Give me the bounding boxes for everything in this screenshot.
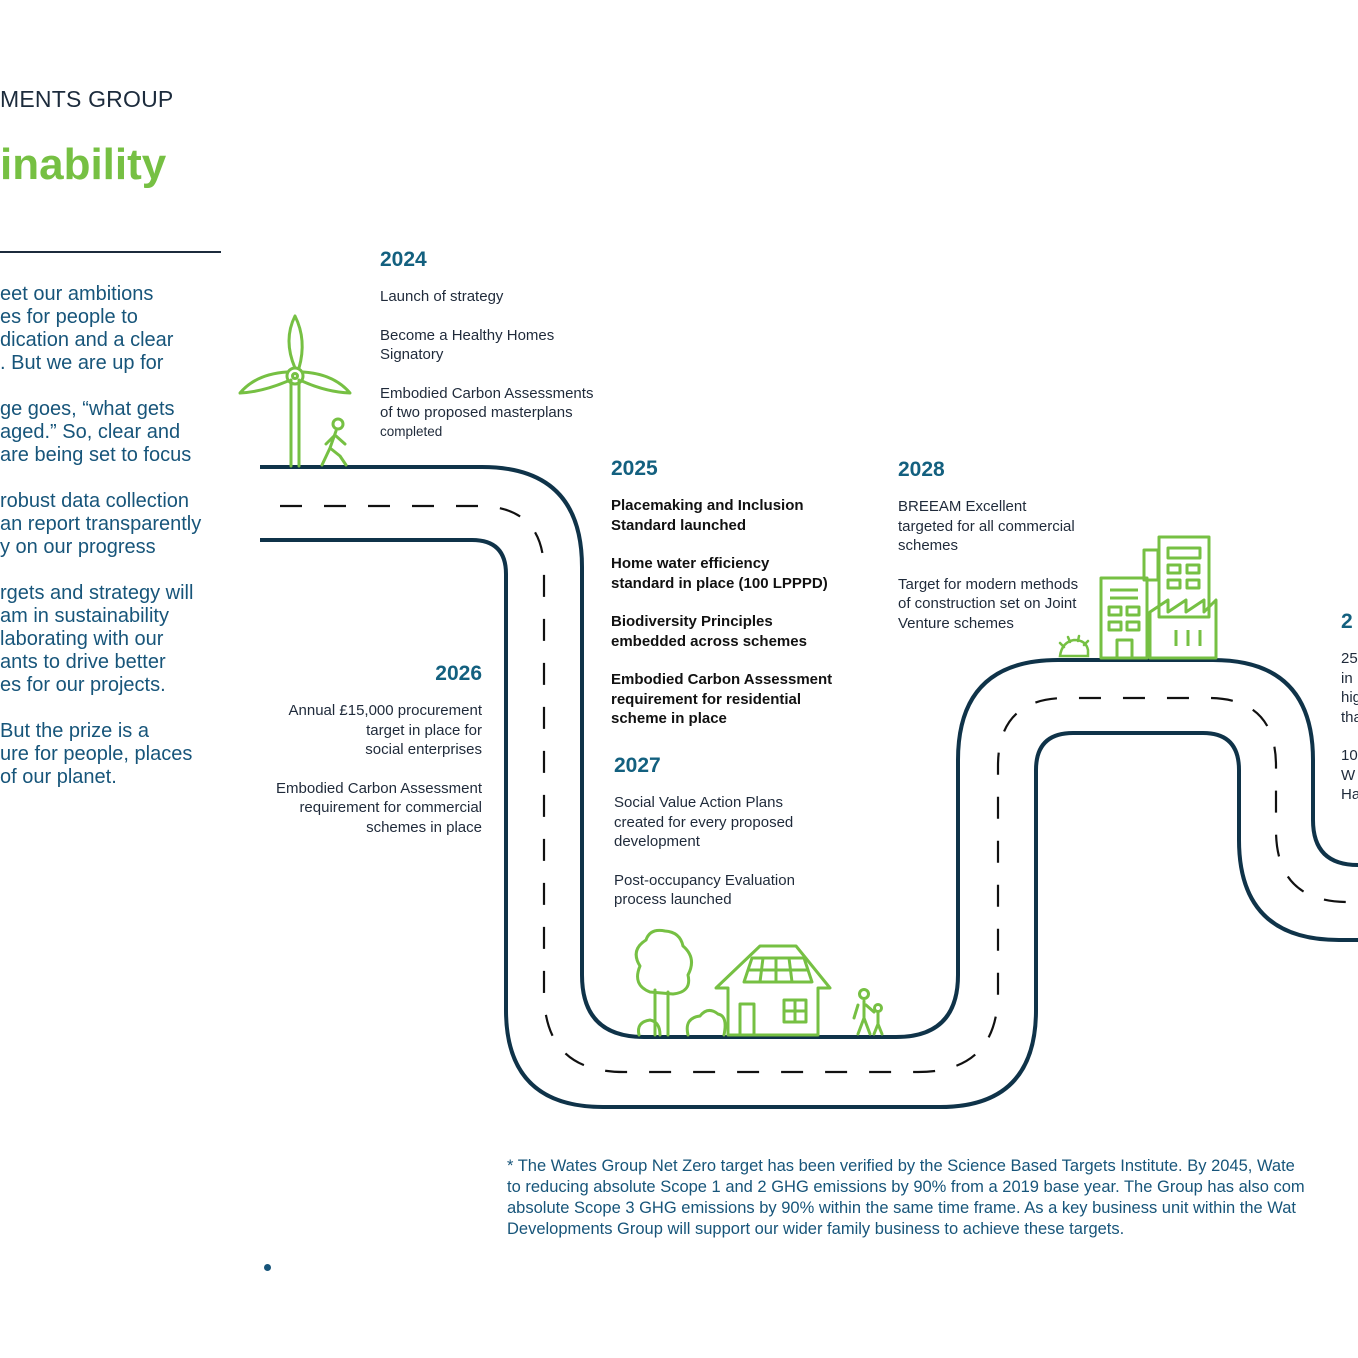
milestone-2025: 2025 Placemaking and Inclusion Standard …: [611, 457, 851, 748]
milestone-item: 25 in hig tha: [1341, 650, 1358, 726]
milestone-item: Post-occupancy Evaluation process launch…: [614, 871, 795, 909]
factory-icon: [1148, 598, 1218, 660]
milestone-item: Home water efficiency standard in place …: [611, 555, 828, 592]
road-inner-edge: [260, 465, 1358, 1039]
milestone-item: Biodiversity Principles embedded across …: [611, 613, 807, 650]
milestone-item: Launch of strategy: [380, 288, 504, 305]
group-title: MENTS GROUP: [0, 86, 174, 112]
milestone-item: BREEAM Excellent targeted for all commer…: [898, 498, 1075, 554]
intro-paragraph: robust data collection an report transpa…: [0, 490, 202, 558]
milestone-item: Social Value Action Plans created for ev…: [614, 794, 794, 850]
section-title: inability: [0, 140, 167, 189]
milestone-item: Placemaking and Inclusion Standard launc…: [611, 497, 804, 534]
milestone-item: Become a Healthy Homes Signatory: [380, 326, 555, 364]
page-marker-dot: [264, 1264, 271, 1271]
milestone-2028: 2028 BREEAM Excellent targeted for all c…: [898, 458, 1128, 652]
intro-paragraph: ge goes, “what gets aged.” So, clear and…: [0, 398, 192, 466]
intro-paragraph: rgets and strategy will am in sustainabi…: [0, 582, 194, 696]
milestone-item: Embodied Carbon Assessment requirement f…: [611, 671, 833, 727]
title-divider: [0, 251, 221, 253]
year-label: 2024: [380, 248, 427, 271]
milestone-partial: 2 25 in hig tha 10 W Ha: [1341, 610, 1358, 824]
year-label: 2028: [898, 458, 945, 481]
year-label: 2026: [435, 662, 482, 685]
milestone-item: 10 W Ha: [1341, 747, 1358, 803]
milestone-item: Annual £15,000 procurement target in pla…: [288, 702, 482, 758]
year-label: 2: [1341, 610, 1353, 633]
intro-text: eet our ambitions es for people to dicat…: [0, 283, 240, 812]
office-buildings-icon: [1099, 535, 1211, 660]
bush-icon: [685, 1009, 727, 1037]
year-label: 2025: [611, 457, 658, 480]
milestone-2026: 2026 Annual £15,000 procurement target i…: [250, 662, 482, 856]
road-center-line: [280, 504, 1358, 1074]
footnote-line: absolute Scope 3 GHG emissions by 90% wi…: [507, 1199, 1297, 1217]
milestone-item: completed: [380, 423, 443, 439]
footnote: * The Wates Group Net Zero target has be…: [507, 1156, 1358, 1240]
footnote-line: to reducing absolute Scope 1 and 2 GHG e…: [507, 1178, 1305, 1196]
milestone-2027: 2027 Social Value Action Plans created f…: [614, 754, 854, 929]
footnote-line: * The Wates Group Net Zero target has be…: [507, 1157, 1295, 1175]
footnote-line: Developments Group will support our wide…: [507, 1220, 1125, 1238]
tree-icon: [634, 928, 694, 1037]
solar-house-icon: [714, 944, 832, 1037]
milestone-item: Embodied Carbon Assessments of two propo…: [380, 384, 594, 422]
walking-person-icon: [320, 417, 348, 467]
hedgehog-icon: [1058, 634, 1090, 658]
year-label: 2027: [614, 754, 661, 777]
wind-turbine-icon: [238, 314, 352, 468]
milestone-2024: 2024 Launch of strategy Become a Healthy…: [380, 248, 620, 459]
intro-paragraph: eet our ambitions es for people to dicat…: [0, 283, 174, 374]
road-outer-edge: [260, 538, 1358, 1109]
family-icon: [852, 988, 884, 1036]
intro-paragraph: But the prize is a ure for people, place…: [0, 720, 193, 788]
milestone-item: Target for modern methods of constructio…: [898, 575, 1079, 632]
milestone-item: Embodied Carbon Assessment requirement f…: [276, 779, 482, 836]
